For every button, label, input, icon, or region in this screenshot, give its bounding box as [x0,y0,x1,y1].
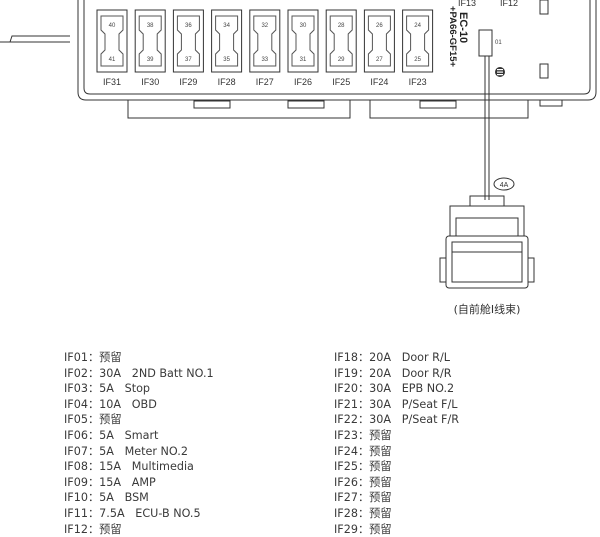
fuse-slot-if26: 30 31 [287,9,319,73]
legend-entry: IF19：20A Door R/R [334,366,452,380]
legend-entry: IF25：预留 [334,460,392,474]
legend-entry: IF02：30A 2ND Batt NO.1 [64,366,214,380]
fuse-pin-top: 38 [147,23,154,29]
legend-entry: IF05：预留 [64,413,122,427]
legend-entry: IF09：15A AMP [64,475,156,489]
fuse-label: IF24 [370,77,388,87]
legend-entry: IF21：30A P/Seat F/L [334,397,458,411]
fuse-label: IF23 [409,77,427,87]
legend-entry: IF24：预留 [334,444,392,458]
legend-entry: IF18：20A Door R/L [334,351,450,364]
fuse-pin-bottom: 41 [109,57,116,63]
fuse-row: 40 41 38 39 36 37 34 35 32 33 30 31 28 29 26 27 24 25 [96,9,434,73]
relay-socket [478,29,493,57]
relay-rating: 4A [500,182,509,189]
relay-pin-label: 01 [495,40,502,46]
fuse-pin-bottom: 39 [147,57,154,63]
clip-bottom [539,63,549,79]
legend-entry: IF03：5A Stop [64,382,151,396]
legend-entry: IF28：预留 [334,506,392,520]
fuse-pin-top: 34 [223,23,230,29]
fuse-box-housing [77,0,597,119]
fuse-label: IF30 [141,77,159,87]
fuse-pin-top: 32 [261,23,268,29]
harness-connector [439,195,535,289]
legend-entry: IF06：5A Smart [64,428,159,442]
label-if12: IF12 [500,0,518,8]
relay-wire [484,56,490,200]
fuse-slot-if29: 36 37 [172,9,204,73]
fuse-label-row: IF31 IF30 IF29 IF28 IF27 IF26 IF25 IF24 IF23 [103,77,427,87]
fuse-slot-if30: 38 39 [134,9,166,73]
legend-entry: IF23：预留 [334,428,392,442]
fuse-label: IF28 [218,77,236,87]
manufacturer-logo [495,67,505,77]
fuse-label: IF27 [256,77,274,87]
connector-code-group: EC-10 [457,12,469,43]
legend-entry: IF10：5A BSM [64,491,149,505]
left-harness-line [0,35,70,43]
fuse-pin-top: 30 [300,23,307,29]
fuse-label: IF31 [103,77,121,87]
fuse-pin-bottom: 35 [223,57,230,63]
fuse-pin-top: 26 [376,23,383,29]
fuse-pin-bottom: 31 [300,57,307,63]
fuse-pin-top: 36 [185,23,192,29]
fuse-pin-top: 40 [109,23,116,29]
connector-code: EC-10 [457,12,469,43]
legend-entry: IF27：预留 [334,491,392,505]
fuse-label: IF26 [294,77,312,87]
legend-entry: IF22：30A P/Seat F/R [334,413,459,427]
legend-entry: IF11：7.5A ECU-B NO.5 [64,506,201,520]
legend-entry: IF12：预留 [64,522,122,536]
harness-label: (自前舱I线束) [454,302,521,316]
legend-entry: IF07：5A Meter NO.2 [64,444,188,458]
fuse-slot-if23: 24 25 [402,9,434,73]
label-if13: IF13 [458,0,476,8]
fuse-box-diagram: 40 41 38 39 36 37 34 35 32 33 30 31 28 29 26 27 24 25 IF3… [0,0,597,316]
fuse-slot-if28: 34 35 [211,9,243,73]
clip-top [539,0,549,15]
fuse-pin-bottom: 33 [261,57,268,63]
fuse-slot-if25: 28 29 [325,9,357,73]
rating-badge [493,177,515,191]
legend-entry: IF08：15A Multimedia [64,460,194,474]
fuse-pin-bottom: 29 [338,57,345,63]
legend-entry: IF01：预留 [64,351,122,364]
fuse-pin-top: 24 [414,23,421,29]
legend-entry: IF26：预留 [334,475,392,489]
fuse-slot-if27: 32 33 [249,9,281,73]
part-code: +PA66-GF15+ [447,6,458,68]
fuse-pin-bottom: 37 [185,57,192,63]
part-code-group: +PA66-GF15+ [447,6,458,68]
fuse-label: IF29 [179,77,197,87]
fuse-pin-bottom: 27 [376,57,383,63]
fuse-pin-top: 28 [338,23,345,29]
fuse-slot-if24: 26 27 [363,9,395,73]
fuse-slot-if31: 40 41 [96,9,128,73]
legend-entry: IF04：10A OBD [64,397,157,411]
fuse-legend-right: IF18：20A Door R/L IF19：20A Door R/R IF20：3… [334,350,459,537]
fuse-label: IF25 [332,77,350,87]
legend-entry: IF20：30A EPB NO.2 [334,382,455,396]
legend-entry: IF29：预留 [334,522,392,536]
fuse-pin-bottom: 25 [414,57,421,63]
